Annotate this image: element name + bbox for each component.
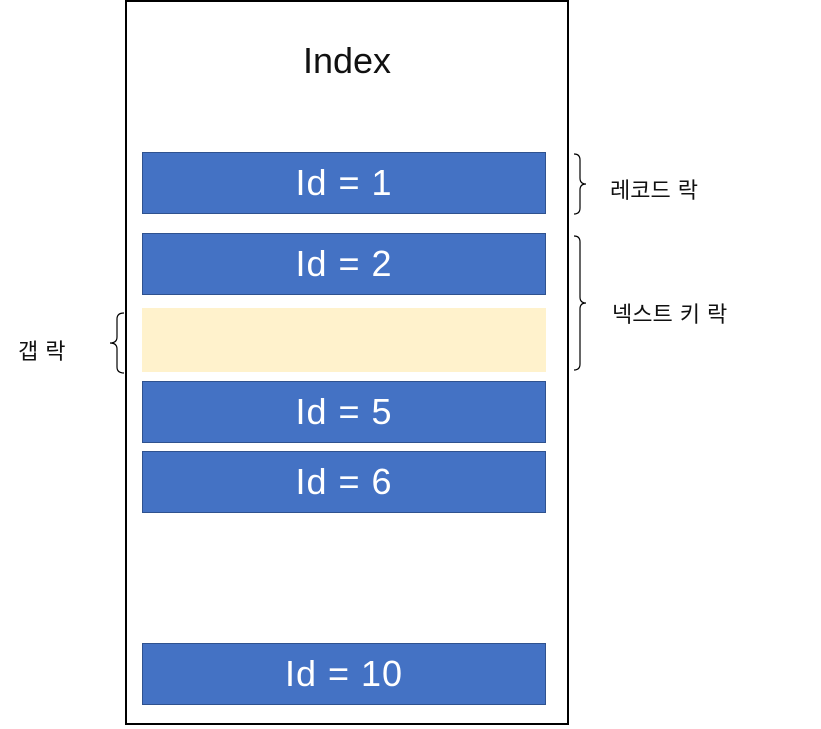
record-id-6: Id = 6	[142, 451, 546, 513]
index-title: Index	[302, 40, 392, 81]
next-key-lock-label: 넥스트 키 락	[612, 303, 728, 328]
gap-region	[142, 308, 546, 372]
gap-lock-brace	[109, 312, 125, 374]
record-id-10: Id = 10	[142, 643, 546, 705]
record-id-1: Id = 1	[142, 152, 546, 214]
gap-lock-label: 갭 락	[18, 340, 66, 365]
record-id-5: Id = 5	[142, 381, 546, 443]
record-lock-label: 레코드 락	[610, 179, 698, 204]
next-key-lock-brace	[573, 235, 587, 371]
record-id-2: Id = 2	[142, 233, 546, 295]
record-lock-brace	[573, 153, 587, 215]
